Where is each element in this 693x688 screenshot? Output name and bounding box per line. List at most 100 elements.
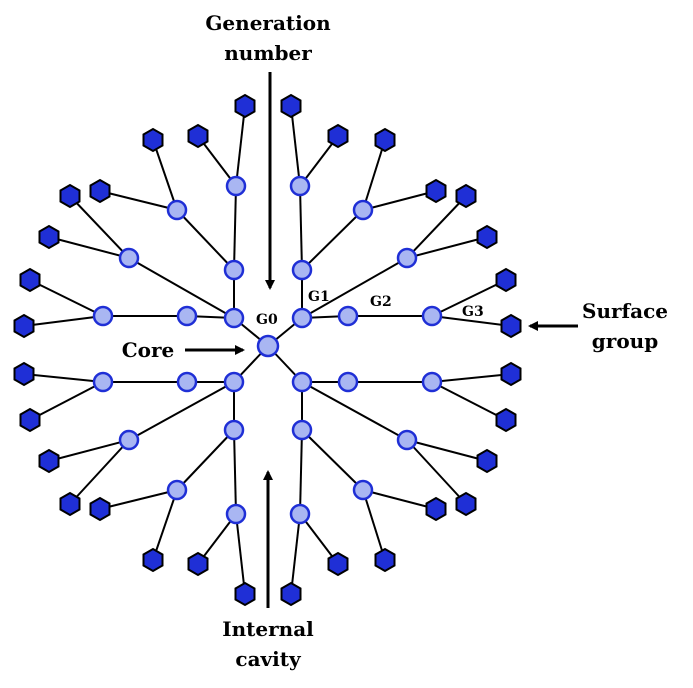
surface-group-hexagon [455, 491, 477, 517]
bond-line [431, 315, 512, 327]
surface-group-hexagon [13, 313, 35, 339]
bond-line [362, 190, 437, 211]
bond-line [128, 257, 235, 319]
core-label: Core [122, 338, 175, 362]
surface-group-hexagon [13, 361, 35, 387]
surface-group-hexagon [89, 496, 111, 522]
bond-line [99, 190, 178, 211]
surface-group-hexagon [142, 547, 164, 573]
generation-2-node [118, 247, 140, 269]
surface-group-hexagon [234, 93, 256, 119]
surface-group-hexagon [89, 178, 111, 204]
generation-2-node [176, 305, 198, 327]
surface-group-hexagon [327, 123, 349, 149]
bond-line [48, 439, 130, 462]
generation-3-node [421, 371, 443, 393]
surface-group-hexagon [500, 313, 522, 339]
bond-line [152, 139, 178, 211]
bond-line [299, 429, 303, 515]
surface-group-hexagon [280, 581, 302, 607]
bond-line [299, 185, 303, 271]
surface-group-hexagon [476, 224, 498, 250]
bond-line [152, 489, 178, 561]
generation-1-node [291, 419, 313, 441]
generation-2-node [166, 479, 188, 501]
surface-group-hexagon [234, 581, 256, 607]
surface-group-label-line2: group [592, 329, 658, 353]
generation-label-g0: G0 [256, 312, 278, 328]
generation-2-node [289, 503, 311, 525]
core-node [256, 334, 280, 358]
bond-line [23, 373, 104, 383]
surface-group-hexagon [59, 183, 81, 209]
surface-group-hexagon [327, 551, 349, 577]
generation-1-node [291, 371, 313, 393]
generation-3-node [92, 371, 114, 393]
surface-groups [13, 93, 522, 607]
generation-2-node [352, 199, 374, 221]
bond-line [290, 105, 301, 187]
generation-1-node [291, 259, 313, 281]
internal-cavity-label-line2: cavity [235, 647, 302, 671]
generation-1-node [223, 419, 245, 441]
surface-group-hexagon [187, 551, 209, 577]
bond-line [69, 439, 130, 505]
bond-line [431, 279, 507, 317]
bond-line [301, 209, 364, 271]
surface-group-hexagon [455, 183, 477, 209]
bond-line [23, 315, 104, 327]
generation-1-node [223, 259, 245, 281]
bond-line [362, 489, 437, 510]
generation-2-node [225, 503, 247, 525]
bond-line [362, 489, 386, 561]
generation-2-node [396, 429, 418, 451]
bond-line [301, 381, 408, 441]
surface-group-hexagon [187, 123, 209, 149]
generation-1-node [291, 307, 313, 329]
bond-line [128, 381, 235, 441]
bond-line [233, 185, 237, 271]
bond-line [99, 489, 178, 510]
bond-line [406, 195, 467, 259]
bond-line [406, 236, 488, 259]
generation-2-node [289, 175, 311, 197]
surface-group-hexagon [476, 448, 498, 474]
surface-group-hexagon [19, 407, 41, 433]
surface-group-hexagon [142, 127, 164, 153]
generation-2-node [337, 305, 359, 327]
bond-line [235, 513, 246, 595]
generation-2-node [396, 247, 418, 269]
generation-2-node [166, 199, 188, 221]
bond-line [431, 381, 507, 421]
generation-label-g1: G1 [308, 289, 330, 305]
generation-3-node [92, 305, 114, 327]
bond-line [176, 429, 235, 491]
internal-cavity-label-line1: Internal [222, 617, 314, 641]
bond-line [406, 439, 488, 462]
bond-line [431, 373, 512, 383]
bond-line [362, 139, 386, 211]
bond-line [233, 429, 237, 515]
surface-group-hexagon [500, 361, 522, 387]
bond-line [301, 257, 408, 319]
surface-group-hexagon [495, 267, 517, 293]
generation-3-node [421, 305, 443, 327]
surface-group-hexagon [59, 491, 81, 517]
generation-2-node [337, 371, 359, 393]
surface-group-hexagon [38, 224, 60, 250]
surface-group-hexagon [19, 267, 41, 293]
generation-2-node [176, 371, 198, 393]
surface-group-hexagon [425, 496, 447, 522]
bond-line [301, 429, 364, 491]
surface-group-hexagon [374, 547, 396, 573]
surface-group-hexagon [425, 178, 447, 204]
generation-2-node [225, 175, 247, 197]
generation-2-node [118, 429, 140, 451]
surface-group-hexagon [280, 93, 302, 119]
surface-group-hexagon [374, 127, 396, 153]
bond-line [29, 279, 104, 317]
generation-number-label-line2: number [224, 41, 312, 65]
surface-group-hexagon [495, 407, 517, 433]
